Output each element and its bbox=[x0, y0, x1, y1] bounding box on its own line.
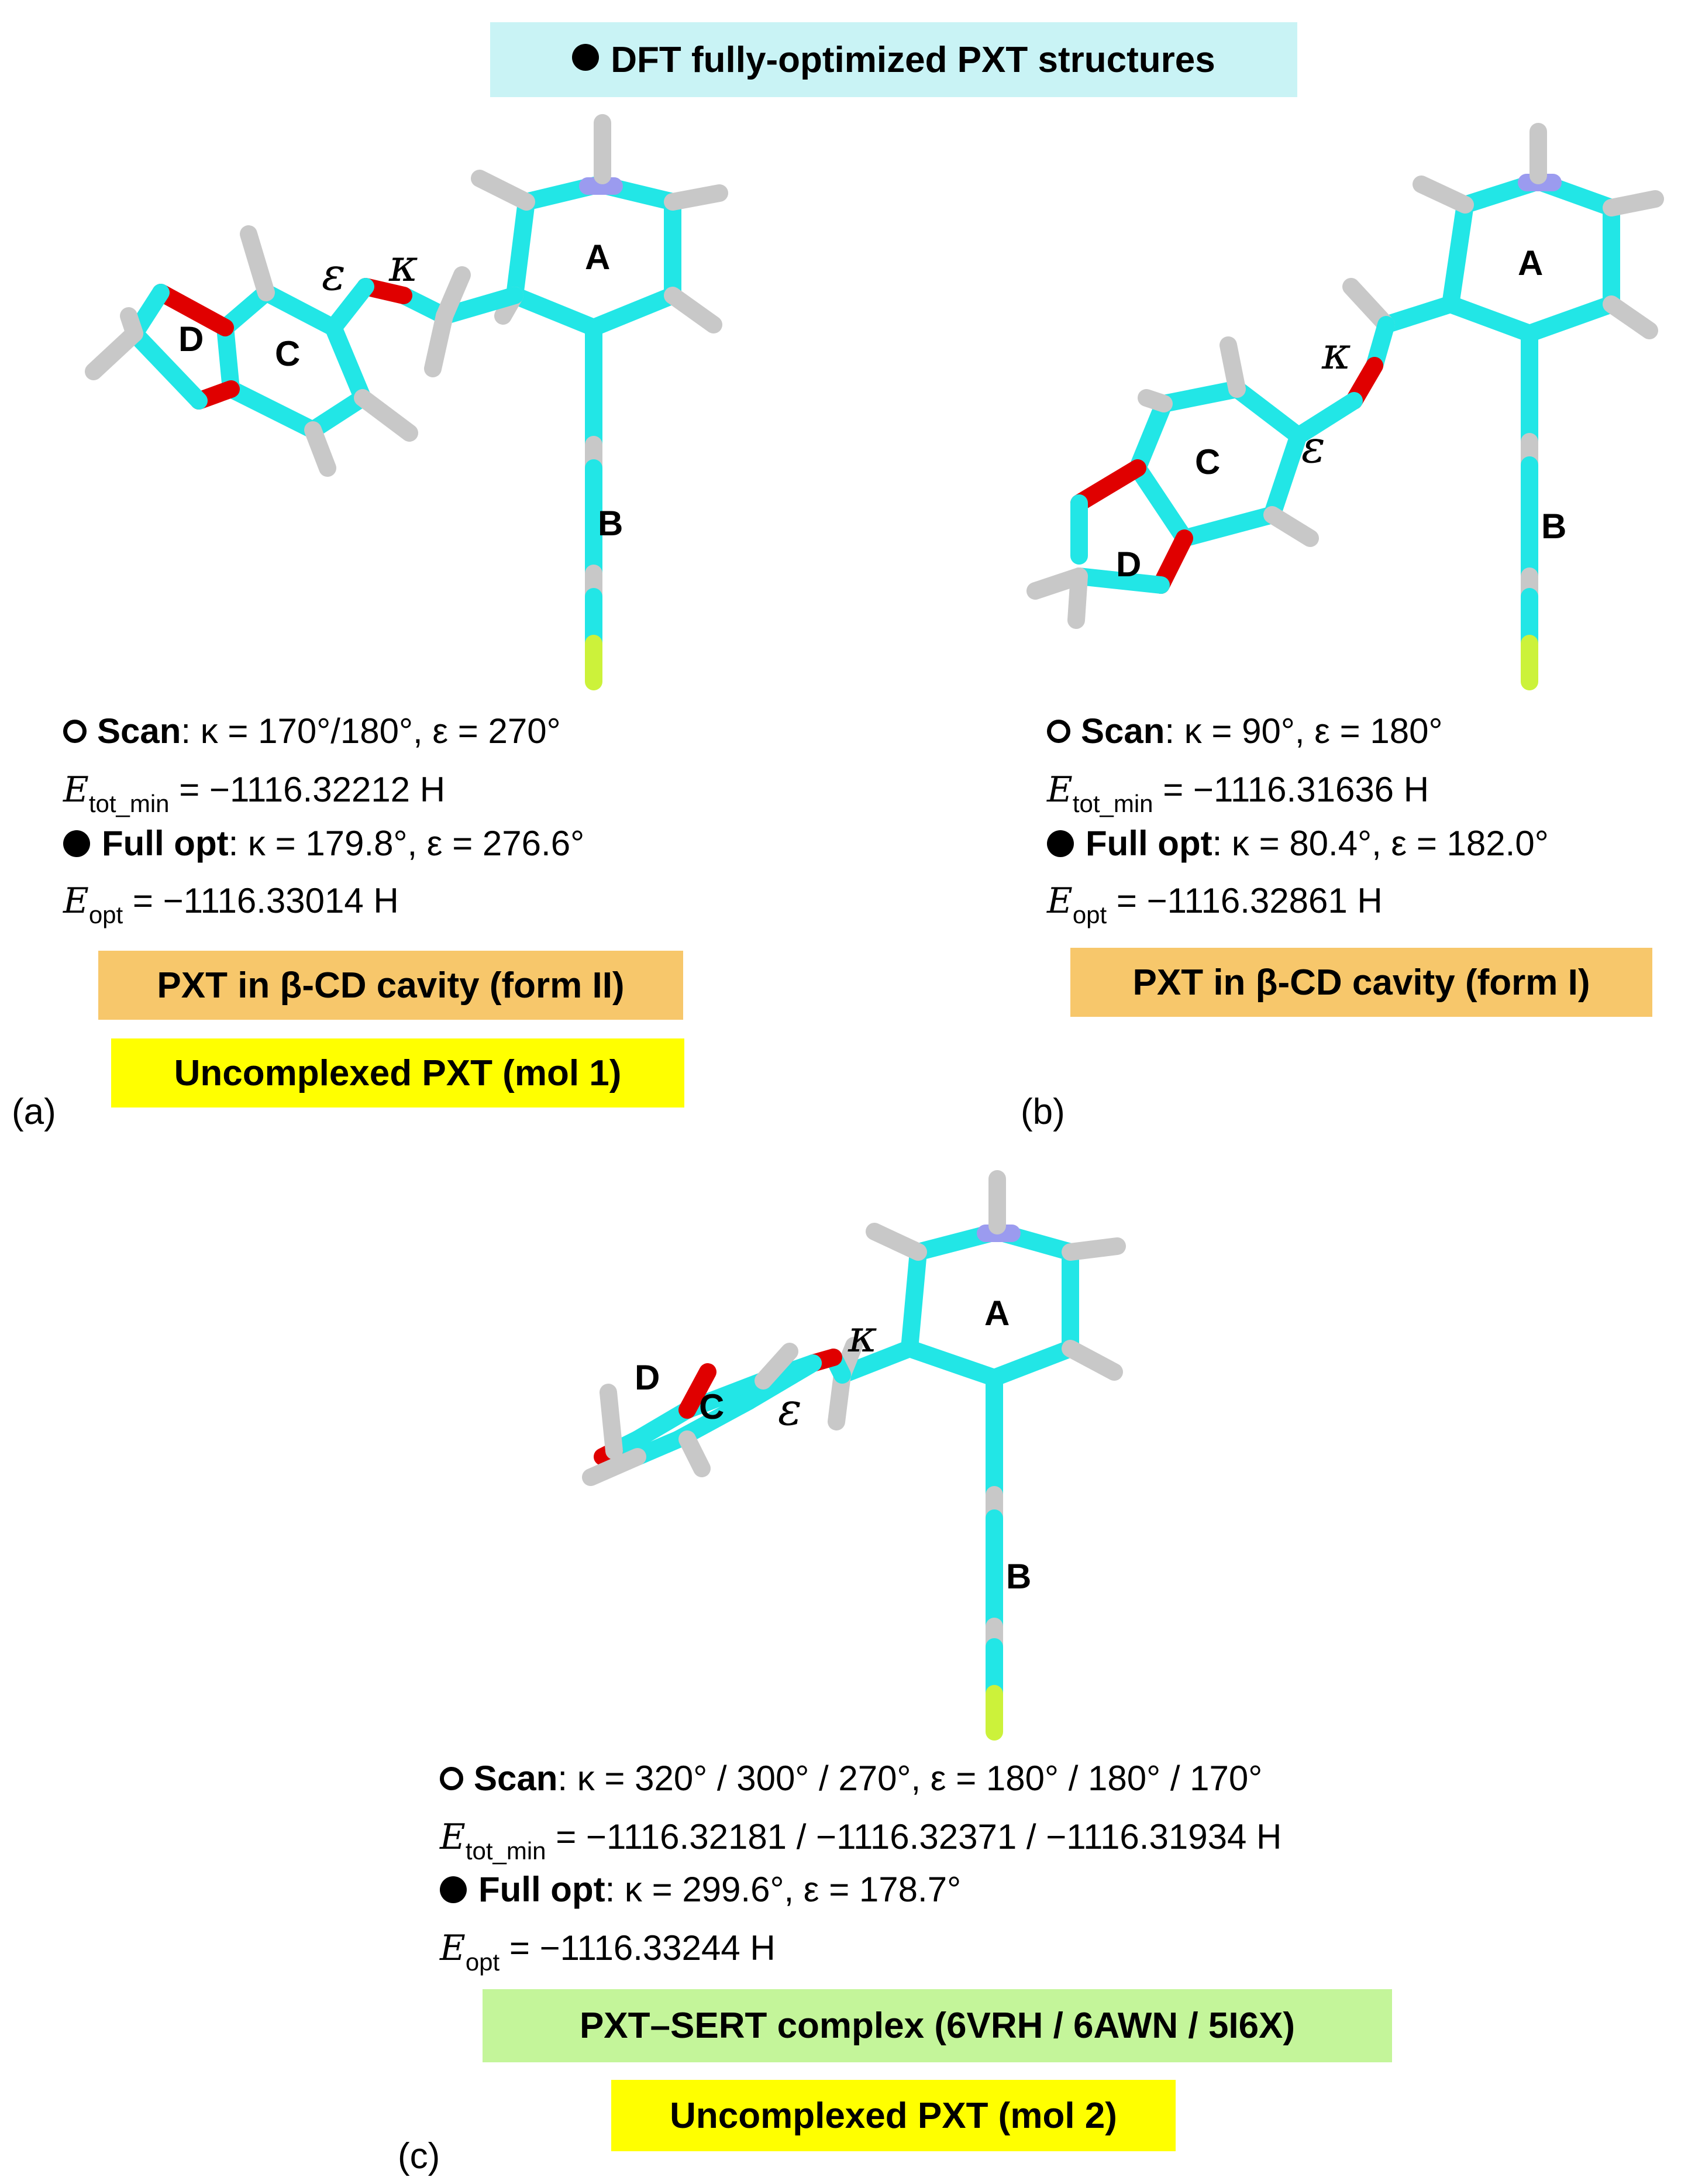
molecule-b-bonds bbox=[1026, 123, 1664, 690]
hollow-circle-icon bbox=[63, 720, 87, 744]
panel-b-etot-line: Etot_min = −1116.31636 H bbox=[1047, 769, 1429, 817]
ring-label-a-A: A bbox=[585, 238, 610, 277]
filled-circle-icon bbox=[1047, 830, 1074, 858]
panel-b-opt-line: Full opt: κ = 80.4°, ε = 182.0° bbox=[1047, 826, 1549, 861]
ring-label-c-D: D bbox=[635, 1358, 660, 1397]
panel-b-box-1: PXT in β-CD cavity (form I) bbox=[1070, 948, 1652, 1017]
panel-a-box-1: PXT in β-CD cavity (form II) bbox=[98, 951, 683, 1020]
epsilon-label-a: ε bbox=[322, 248, 346, 300]
ring-label-b-D: D bbox=[1116, 545, 1141, 584]
panel-b-eopt-line: Eopt = −1116.32861 H bbox=[1047, 881, 1383, 928]
ring-label-b-A: A bbox=[1518, 243, 1543, 283]
ring-label-b-C: C bbox=[1195, 442, 1220, 481]
kappa-label-c: κ bbox=[848, 1310, 877, 1362]
ring-label-c-B: B bbox=[1006, 1557, 1031, 1596]
panel-label-c: (c) bbox=[398, 2136, 440, 2176]
panel-a-eopt-line: Eopt = −1116.33014 H bbox=[63, 881, 399, 928]
kappa-label-a: κ bbox=[388, 239, 418, 291]
panel-c-etot-line: Etot_min = −1116.32181 / −1116.32371 / −… bbox=[440, 1817, 1282, 1865]
panel-a-opt-line: Full opt: κ = 179.8°, ε = 276.6° bbox=[63, 826, 584, 861]
ring-label-a-C: C bbox=[275, 334, 300, 373]
panel-label-a: (a) bbox=[12, 1092, 56, 1132]
molecule-a-bonds bbox=[85, 114, 728, 690]
molecule-c-bonds bbox=[582, 1170, 1126, 1741]
ring-label-b-B: B bbox=[1541, 507, 1566, 546]
panel-c-scan-line: Scan: κ = 320° / 300° / 270°, ε = 180° /… bbox=[440, 1761, 1262, 1796]
epsilon-label-b: ε bbox=[1301, 421, 1325, 473]
figure-title-box: DFT fully-optimized PXT structures bbox=[490, 22, 1297, 97]
filled-circle-icon bbox=[440, 1876, 467, 1904]
panel-c-box-2: Uncomplexed PXT (mol 2) bbox=[611, 2080, 1176, 2151]
panel-c-box-1: PXT–SERT complex (6VRH / 6AWN / 5I6X) bbox=[483, 1989, 1392, 2062]
panel-a-etot-line: Etot_min = −1116.32212 H bbox=[63, 769, 446, 817]
hollow-circle-icon bbox=[440, 1767, 463, 1791]
scan-label: Scan bbox=[97, 711, 181, 751]
filled-circle-icon bbox=[63, 830, 90, 858]
panel-label-b: (b) bbox=[1021, 1092, 1065, 1132]
panel-b-scan-line: Scan: κ = 90°, ε = 180° bbox=[1047, 714, 1442, 749]
filled-circle-icon bbox=[572, 44, 600, 71]
panel-c-opt-line: Full opt: κ = 299.6°, ε = 178.7° bbox=[440, 1872, 961, 1907]
panel-c-eopt-line: Eopt = −1116.33244 H bbox=[440, 1928, 776, 1976]
figure-title: DFT fully-optimized PXT structures bbox=[611, 39, 1215, 80]
scan-values: : κ = 170°/180°, ε = 270° bbox=[181, 711, 561, 751]
kappa-label-b: κ bbox=[1321, 327, 1351, 379]
panel-a-scan-line: Scan: κ = 170°/180°, ε = 270° bbox=[63, 714, 561, 749]
ring-label-a-B: B bbox=[598, 504, 623, 543]
ring-label-c-A: A bbox=[984, 1294, 1010, 1333]
hollow-circle-icon bbox=[1047, 720, 1070, 744]
panel-a-box-2: Uncomplexed PXT (mol 1) bbox=[111, 1038, 684, 1108]
epsilon-label-c: ε bbox=[778, 1383, 802, 1435]
ring-label-a-D: D bbox=[178, 319, 204, 359]
ring-label-c-C: C bbox=[699, 1387, 724, 1426]
